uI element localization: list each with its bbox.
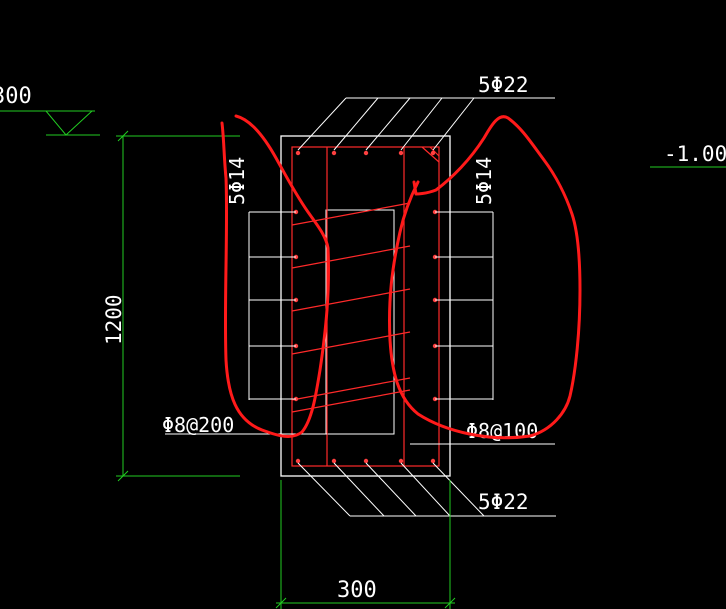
top-rebar-label: 5Φ22 — [478, 73, 529, 97]
left-side-rebar-label: 5Φ14 — [225, 157, 249, 205]
right-elevation-marker: -1.000 — [650, 142, 726, 168]
top-rebar-leader — [297, 97, 555, 151]
height-dimension-label: 1200 — [102, 294, 126, 345]
right-stirrup-label: Φ8@100 — [466, 419, 538, 443]
right-elevation-label: -1.000 — [664, 142, 726, 166]
height-dimension — [116, 130, 240, 482]
right-annotation-loop — [387, 115, 582, 440]
width-dimension-label: 300 — [337, 578, 377, 603]
left-elevation-marker: 300 — [0, 84, 100, 136]
left-side-rebar-leader — [248, 211, 296, 400]
left-elevation-label: 300 — [0, 84, 32, 109]
annotation-marks — [220, 114, 582, 440]
width-dimension — [275, 480, 456, 609]
left-stirrup-label: Φ8@200 — [162, 413, 234, 437]
bottom-rebar-label: 5Φ22 — [478, 490, 529, 514]
left-annotation-loop — [220, 114, 331, 438]
right-side-rebar-label: 5Φ14 — [472, 157, 496, 205]
bottom-rebar-leader — [297, 462, 556, 517]
right-side-rebar-leader — [435, 211, 494, 400]
